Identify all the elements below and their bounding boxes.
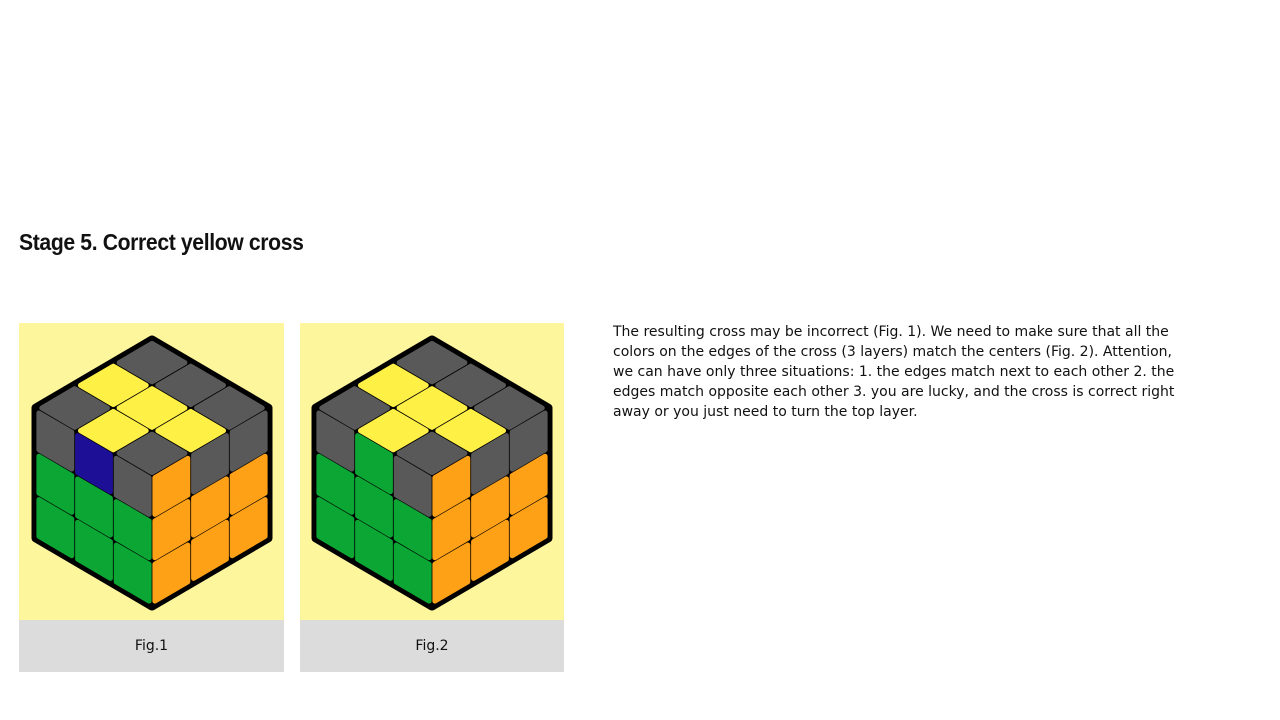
right-sticker-gray: [229, 410, 268, 472]
right-sticker-orange: [229, 453, 268, 515]
top-sticker-gray: [435, 363, 506, 408]
top-sticker-yellow: [78, 408, 149, 453]
cube-svg: [311, 335, 553, 611]
cube-illustration: [19, 323, 284, 620]
right-sticker-gray: [471, 433, 509, 495]
top-sticker-yellow: [116, 386, 188, 430]
top-sticker-gray: [116, 340, 188, 385]
right-sticker-orange: [432, 542, 471, 604]
figure-caption: Fig.1: [19, 620, 284, 672]
left-sticker-green: [113, 499, 152, 561]
right-sticker-orange: [152, 455, 191, 517]
right-sticker-orange: [152, 499, 191, 561]
top-sticker-gray: [116, 431, 188, 476]
top-sticker-yellow: [358, 363, 429, 408]
left-sticker-green: [36, 497, 75, 559]
description-text: The resulting cross may be incorrect (Fi…: [613, 324, 1175, 420]
right-sticker-orange: [471, 519, 509, 581]
top-sticker-gray: [396, 340, 468, 385]
right-sticker-gray: [191, 433, 229, 495]
top-sticker-gray: [39, 386, 110, 430]
top-sticker-yellow: [396, 386, 468, 430]
left-sticker-gray: [393, 455, 432, 517]
right-sticker-orange: [229, 497, 268, 559]
right-sticker-orange: [509, 497, 548, 559]
right-sticker-orange: [471, 476, 509, 538]
top-sticker-gray: [194, 386, 265, 430]
page-title: Stage 5. Correct yellow cross: [19, 229, 304, 255]
cube-illustration: [300, 323, 564, 620]
right-sticker-gray: [509, 410, 548, 472]
right-sticker-orange: [509, 453, 548, 515]
left-sticker-green: [355, 433, 393, 495]
left-sticker-green: [75, 519, 113, 581]
left-sticker-green: [393, 499, 432, 561]
left-sticker-green: [355, 476, 393, 538]
right-sticker-orange: [432, 455, 471, 517]
left-sticker-green: [36, 453, 75, 515]
top-sticker-gray: [396, 431, 468, 476]
top-sticker-gray: [319, 386, 390, 430]
right-sticker-orange: [432, 499, 471, 561]
top-sticker-yellow: [358, 408, 429, 453]
top-sticker-gray: [155, 363, 226, 408]
left-sticker-green: [75, 476, 113, 538]
left-sticker-blue: [75, 433, 113, 495]
cube-svg: [31, 335, 273, 611]
top-sticker-yellow: [435, 408, 506, 453]
left-sticker-green: [113, 542, 152, 604]
top-sticker-yellow: [155, 408, 226, 453]
right-sticker-orange: [191, 476, 229, 538]
left-sticker-gray: [113, 455, 152, 517]
left-sticker-green: [393, 542, 432, 604]
figure-2: Fig.2: [300, 323, 564, 672]
figure-caption: Fig.2: [300, 620, 564, 672]
right-sticker-orange: [152, 542, 191, 604]
right-sticker-orange: [191, 519, 229, 581]
figure-1: Fig.1: [19, 323, 284, 672]
left-sticker-gray: [316, 410, 355, 472]
left-sticker-green: [316, 497, 355, 559]
left-sticker-green: [316, 453, 355, 515]
top-sticker-yellow: [78, 363, 149, 408]
left-sticker-green: [355, 519, 393, 581]
left-sticker-gray: [36, 410, 75, 472]
top-sticker-gray: [474, 386, 545, 430]
